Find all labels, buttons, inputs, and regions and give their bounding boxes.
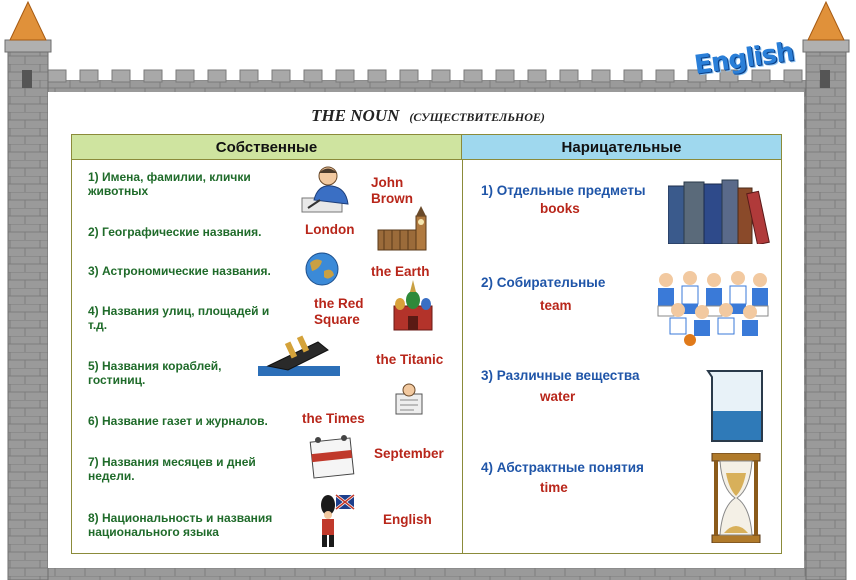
proper-row-3: 3) Астрономические названия.	[88, 264, 271, 278]
tower-right	[802, 0, 850, 580]
proper-row-2: 2) Географические названия.	[88, 225, 262, 239]
column-divider	[462, 160, 463, 553]
calendar-icon	[309, 435, 355, 479]
hourglass-icon	[711, 453, 761, 543]
proper-row-6: 6) Название газет и журналов.	[88, 414, 268, 428]
common-row-3: 3) Различные вещества	[481, 368, 640, 383]
newspaper-reader-icon	[395, 383, 423, 415]
example-time: time	[540, 480, 568, 495]
tower-left	[4, 0, 52, 580]
example-english: English	[383, 512, 432, 527]
proper-row-8: 8) Национальность и названия национально…	[88, 511, 273, 539]
man-writing-icon	[301, 166, 349, 213]
example-john-brown: John Brown	[371, 175, 413, 206]
big-ben-icon	[377, 206, 427, 251]
example-water: water	[540, 389, 576, 404]
proper-row-5: 5) Названия кораблей, гостиниц.	[88, 359, 222, 387]
proper-row-1: 1) Имена, фамилии, клички животных	[88, 170, 251, 198]
kremlin-icon	[393, 280, 433, 331]
example-september: September	[374, 446, 444, 461]
beaker-icon	[706, 370, 763, 442]
proper-row-4: 4) Названия улиц, площадей и т.д.	[88, 304, 270, 332]
noun-table	[71, 134, 782, 554]
common-row-4: 4) Абстрактные понятия	[481, 460, 644, 475]
common-header: Нарицательные	[462, 135, 781, 160]
sinking-ship-icon	[258, 335, 340, 376]
books-icon	[668, 179, 770, 244]
example-team: team	[540, 298, 572, 313]
example-books: books	[540, 201, 580, 216]
title-main: THE NOUN	[311, 106, 400, 125]
proper-header: Собственные	[72, 135, 462, 160]
example-london: London	[305, 222, 355, 237]
example-times: the Times	[302, 411, 365, 426]
page-title: THE NOUN (СУЩЕСТВИТЕЛЬНОЕ)	[0, 106, 856, 126]
royal-guard-icon	[321, 493, 355, 547]
example-titanic: the Titanic	[376, 352, 444, 367]
earth-globe-icon	[305, 252, 339, 286]
common-row-1: 1) Отдельные предметы	[481, 183, 646, 198]
example-red-square: the Red Square	[314, 296, 364, 327]
example-earth: the Earth	[371, 264, 430, 279]
proper-row-7: 7) Названия месяцев и дней недели.	[88, 455, 256, 483]
title-sub: (СУЩЕСТВИТЕЛЬНОЕ)	[409, 110, 545, 124]
team-icon	[657, 271, 769, 346]
common-row-2: 2) Собирательные	[481, 275, 606, 290]
